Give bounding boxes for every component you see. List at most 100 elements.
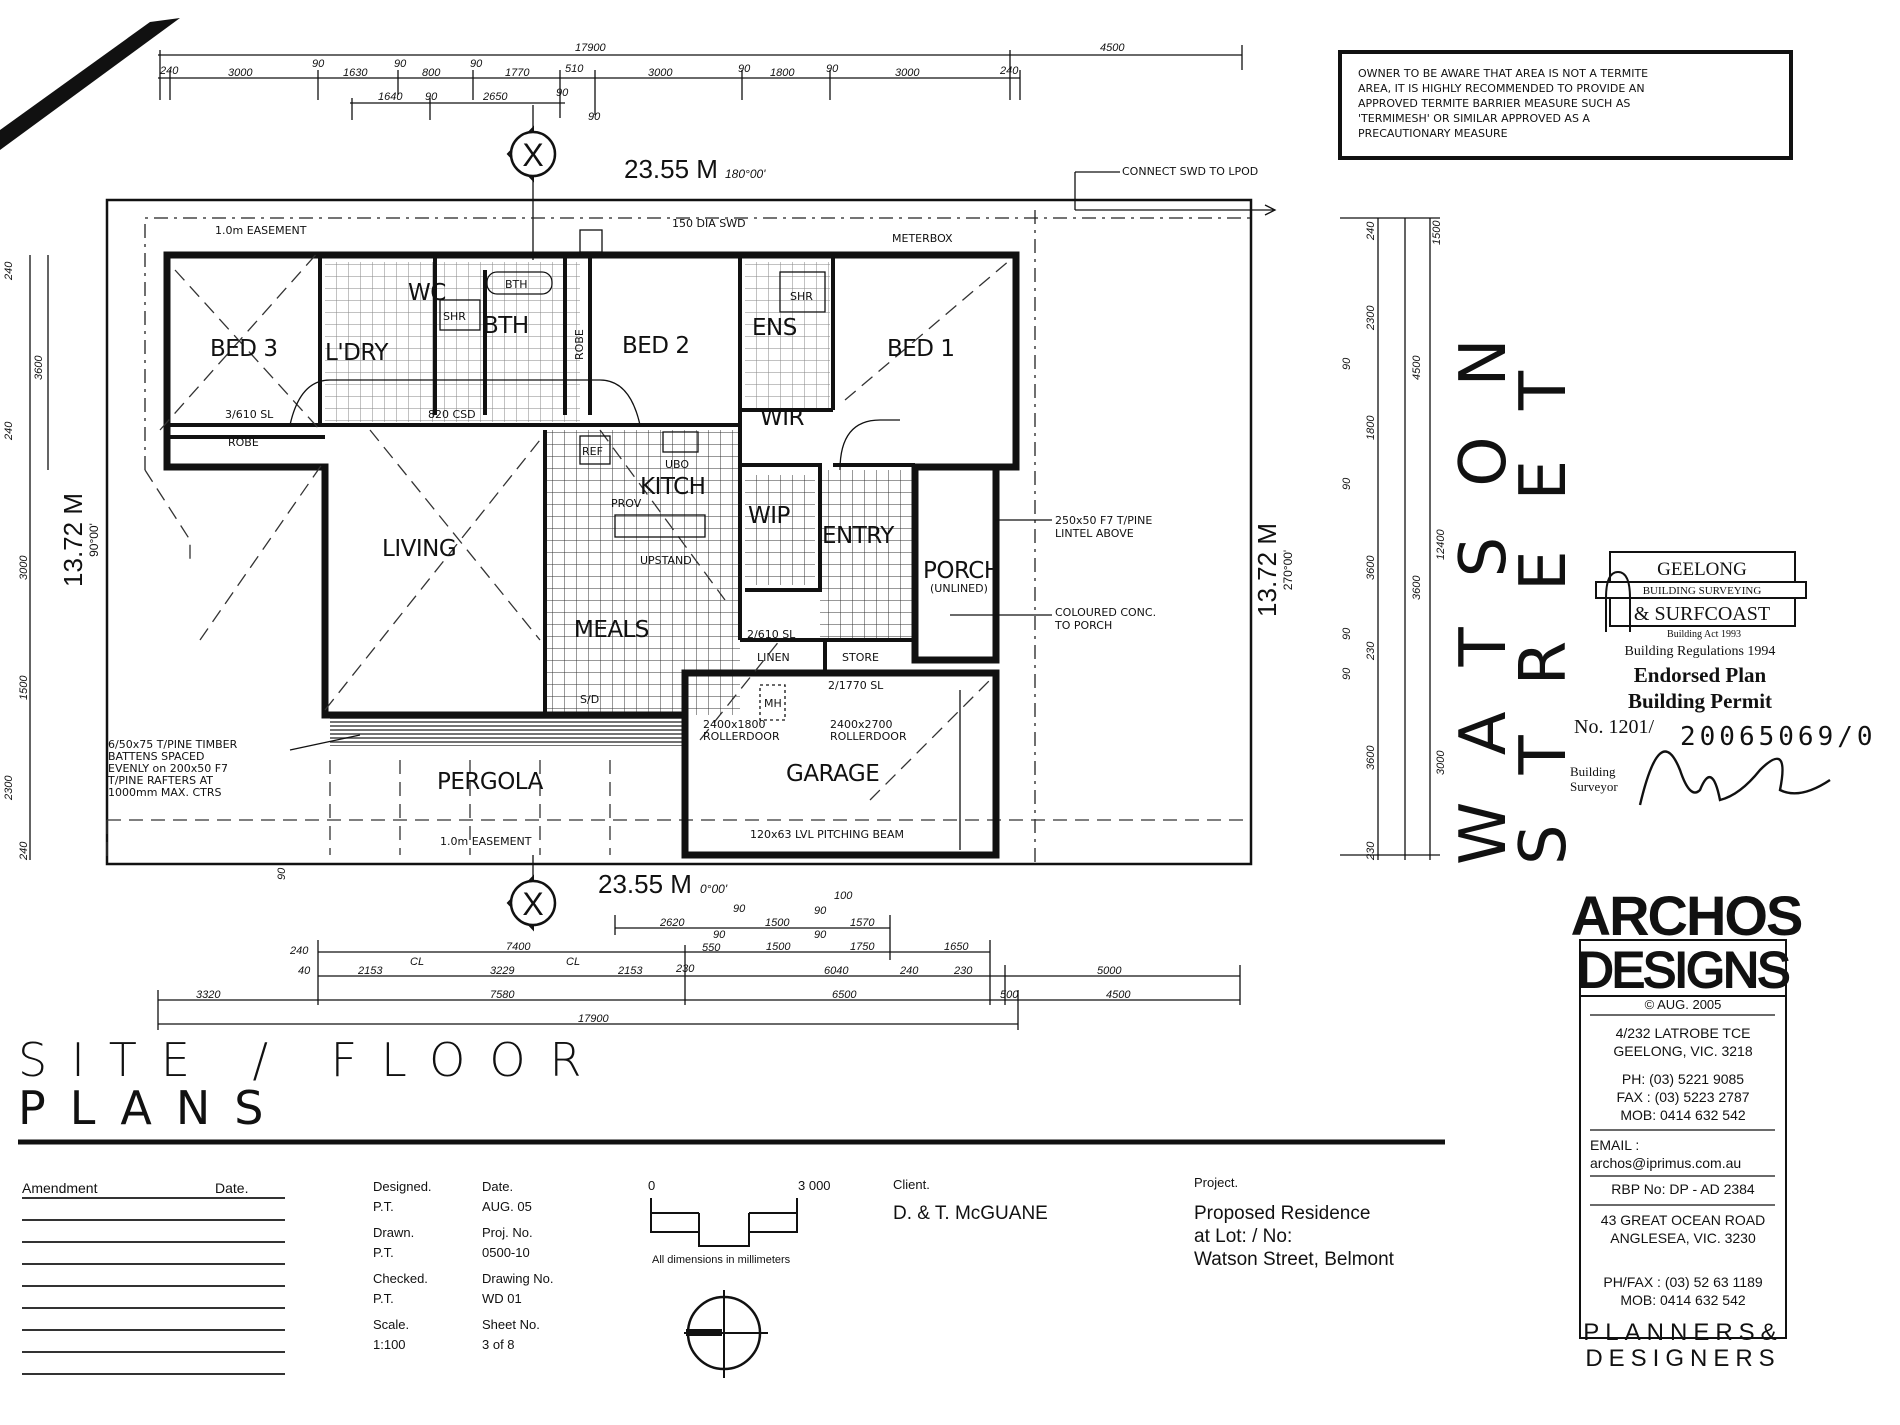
room-kitchen: KITCH [640,474,705,500]
room-laundry: L'DRY [325,340,389,366]
svg-text:90: 90 [814,929,827,941]
svg-text:Checked.: Checked. [373,1271,428,1286]
svg-text:1800: 1800 [1365,415,1377,440]
boundary-bottom-length: 23.55 M [598,869,692,899]
boundary-left: 13.72 M 90°00' [58,493,101,587]
svg-text:X: X [522,886,543,922]
svg-text:6040: 6040 [824,965,849,977]
svg-text:13.72 M: 13.72 M [58,493,88,587]
svg-text:90°00': 90°00' [87,523,101,557]
svg-text:Building Permit: Building Permit [1628,689,1772,713]
svg-text:WD 01: WD 01 [482,1291,522,1306]
svg-text:3000: 3000 [648,67,673,79]
svg-text:APPROVED TERMITE BARRIER MEASU: APPROVED TERMITE BARRIER MEASURE SUCH AS [1358,97,1630,110]
svg-text:90: 90 [425,91,438,103]
svg-text:CONNECT SWD TO LPOD: CONNECT SWD TO LPOD [1122,165,1258,178]
svg-text:DESIGNERS: DESIGNERS [1585,1345,1780,1372]
svg-text:40: 40 [298,965,311,977]
svg-text:7400: 7400 [506,941,531,953]
svg-text:2/1770 SL: 2/1770 SL [828,679,884,692]
svg-text:Building Regulations 1994: Building Regulations 1994 [1625,644,1776,659]
scale-bar: 0 3 000 All dimensions in millimeters [648,1178,831,1266]
svg-text:BUILDING SURVEYING: BUILDING SURVEYING [1643,585,1762,597]
svg-text:3000: 3000 [18,555,30,580]
svg-text:120x63 LVL PITCHING BEAM: 120x63 LVL PITCHING BEAM [750,828,904,841]
pergola-battens [330,718,685,746]
room-bed-1: BED 1 [887,336,954,362]
wet-area-tiles [325,262,580,422]
svg-text:1500: 1500 [766,941,791,953]
svg-text:90: 90 [1341,667,1353,680]
bottom-dimensions: 100 2620 90 1500 90 1570 240 7400 90 550… [157,890,1241,1030]
svg-text:X: X [522,137,543,173]
svg-text:RBP No: DP - AD 2384: RBP No: DP - AD 2384 [1611,1181,1755,1197]
svg-text:MH: MH [764,697,782,710]
svg-text:OWNER TO BE AWARE THAT AREA IS: OWNER TO BE AWARE THAT AREA IS NOT A TER… [1358,67,1648,80]
svg-text:Sheet No.: Sheet No. [482,1317,540,1332]
svg-text:Building Act 1993: Building Act 1993 [1667,629,1741,640]
svg-text:230: 230 [953,965,973,977]
svg-text:3 000: 3 000 [798,1178,831,1193]
room-bed-3: BED 3 [210,336,277,362]
svg-text:90: 90 [588,111,601,123]
svg-text:90: 90 [814,905,827,917]
svg-text:2620: 2620 [659,917,685,929]
svg-text:4/232 LATROBE TCE: 4/232 LATROBE TCE [1616,1025,1751,1041]
termite-note-box: OWNER TO BE AWARE THAT AREA IS NOT A TER… [1338,50,1793,160]
svg-text:3 of 8: 3 of 8 [482,1337,515,1352]
svg-text:Designed.: Designed. [373,1179,432,1194]
svg-text:1:100: 1:100 [373,1337,406,1352]
signature [1638,750,1831,806]
svg-text:1.0m EASEMENT: 1.0m EASEMENT [215,224,307,237]
svg-text:'TERMIMESH' OR SIMILAR APPROVE: 'TERMIMESH' OR SIMILAR APPROVED AS A [1358,112,1590,125]
svg-text:240: 240 [289,945,309,957]
svg-text:240: 240 [1365,221,1377,241]
svg-text:3000: 3000 [895,67,920,79]
svg-text:90: 90 [394,58,407,70]
drawing-title: SITE / FLOOR PLANS [18,1033,1445,1145]
house-walls [163,251,1020,859]
svg-text:MOB: 0414 632 542: MOB: 0414 632 542 [1620,1107,1746,1123]
svg-text:2153: 2153 [357,965,383,977]
svg-text:PLANNERS&: PLANNERS& [1583,1319,1782,1346]
svg-text:CL: CL [410,956,424,968]
porch-unlined: (UNLINED) [930,582,988,595]
room-ensuite: ENS [752,315,797,341]
svg-text:METERBOX: METERBOX [892,232,953,245]
amendment-table: Amendment Date. [22,1180,285,1375]
svg-text:DESIGNS: DESIGNS [1577,942,1789,998]
svg-text:Amendment: Amendment [22,1180,98,1196]
svg-text:3320: 3320 [196,989,221,1001]
svg-text:EMAIL :: EMAIL : [1590,1137,1639,1153]
hidden-lines [159,249,1011,855]
project-info: Project. Proposed Residence at Lot: / No… [1194,1175,1395,1270]
svg-text:PH: (03) 5221 9085: PH: (03) 5221 9085 [1622,1071,1744,1087]
svg-text:500: 500 [1000,989,1019,1001]
svg-text:PLANS: PLANS [18,1081,288,1135]
room-wc: WC [408,280,446,306]
svg-text:230: 230 [1365,641,1377,661]
section-marker-bottom[interactable]: X [506,855,557,932]
svg-text:Watson Street, Belmont: Watson Street, Belmont [1194,1249,1395,1270]
section-marker-top[interactable]: X [506,105,557,260]
svg-text:90: 90 [738,63,751,75]
svg-text:3600: 3600 [33,355,45,380]
svg-text:BTH: BTH [505,278,528,291]
room-store: STORE [842,651,879,664]
client-info: Client. D. & T. McGUANE [893,1177,1048,1224]
svg-text:P.T.: P.T. [373,1199,394,1214]
svg-text:UBO: UBO [665,458,689,471]
svg-text:90: 90 [713,929,726,941]
svg-text:STREET: STREET [1507,321,1581,865]
svg-text:Proj. No.: Proj. No. [482,1225,533,1240]
svg-text:3600: 3600 [1365,745,1377,770]
svg-text:PRECAUTIONARY MEASURE: PRECAUTIONARY MEASURE [1358,127,1508,140]
svg-text:2153: 2153 [617,965,643,977]
svg-text:230: 230 [1365,841,1377,861]
svg-text:TO PORCH: TO PORCH [1054,619,1112,632]
svg-text:WATSON: WATSON [1447,288,1521,865]
plan-notes: 1.0m EASEMENT 1.0m EASEMENT 150 DIA SWD … [107,217,1156,848]
svg-text:3229: 3229 [490,965,514,977]
room-wir: WIR [760,405,805,431]
svg-text:1500: 1500 [765,917,790,929]
